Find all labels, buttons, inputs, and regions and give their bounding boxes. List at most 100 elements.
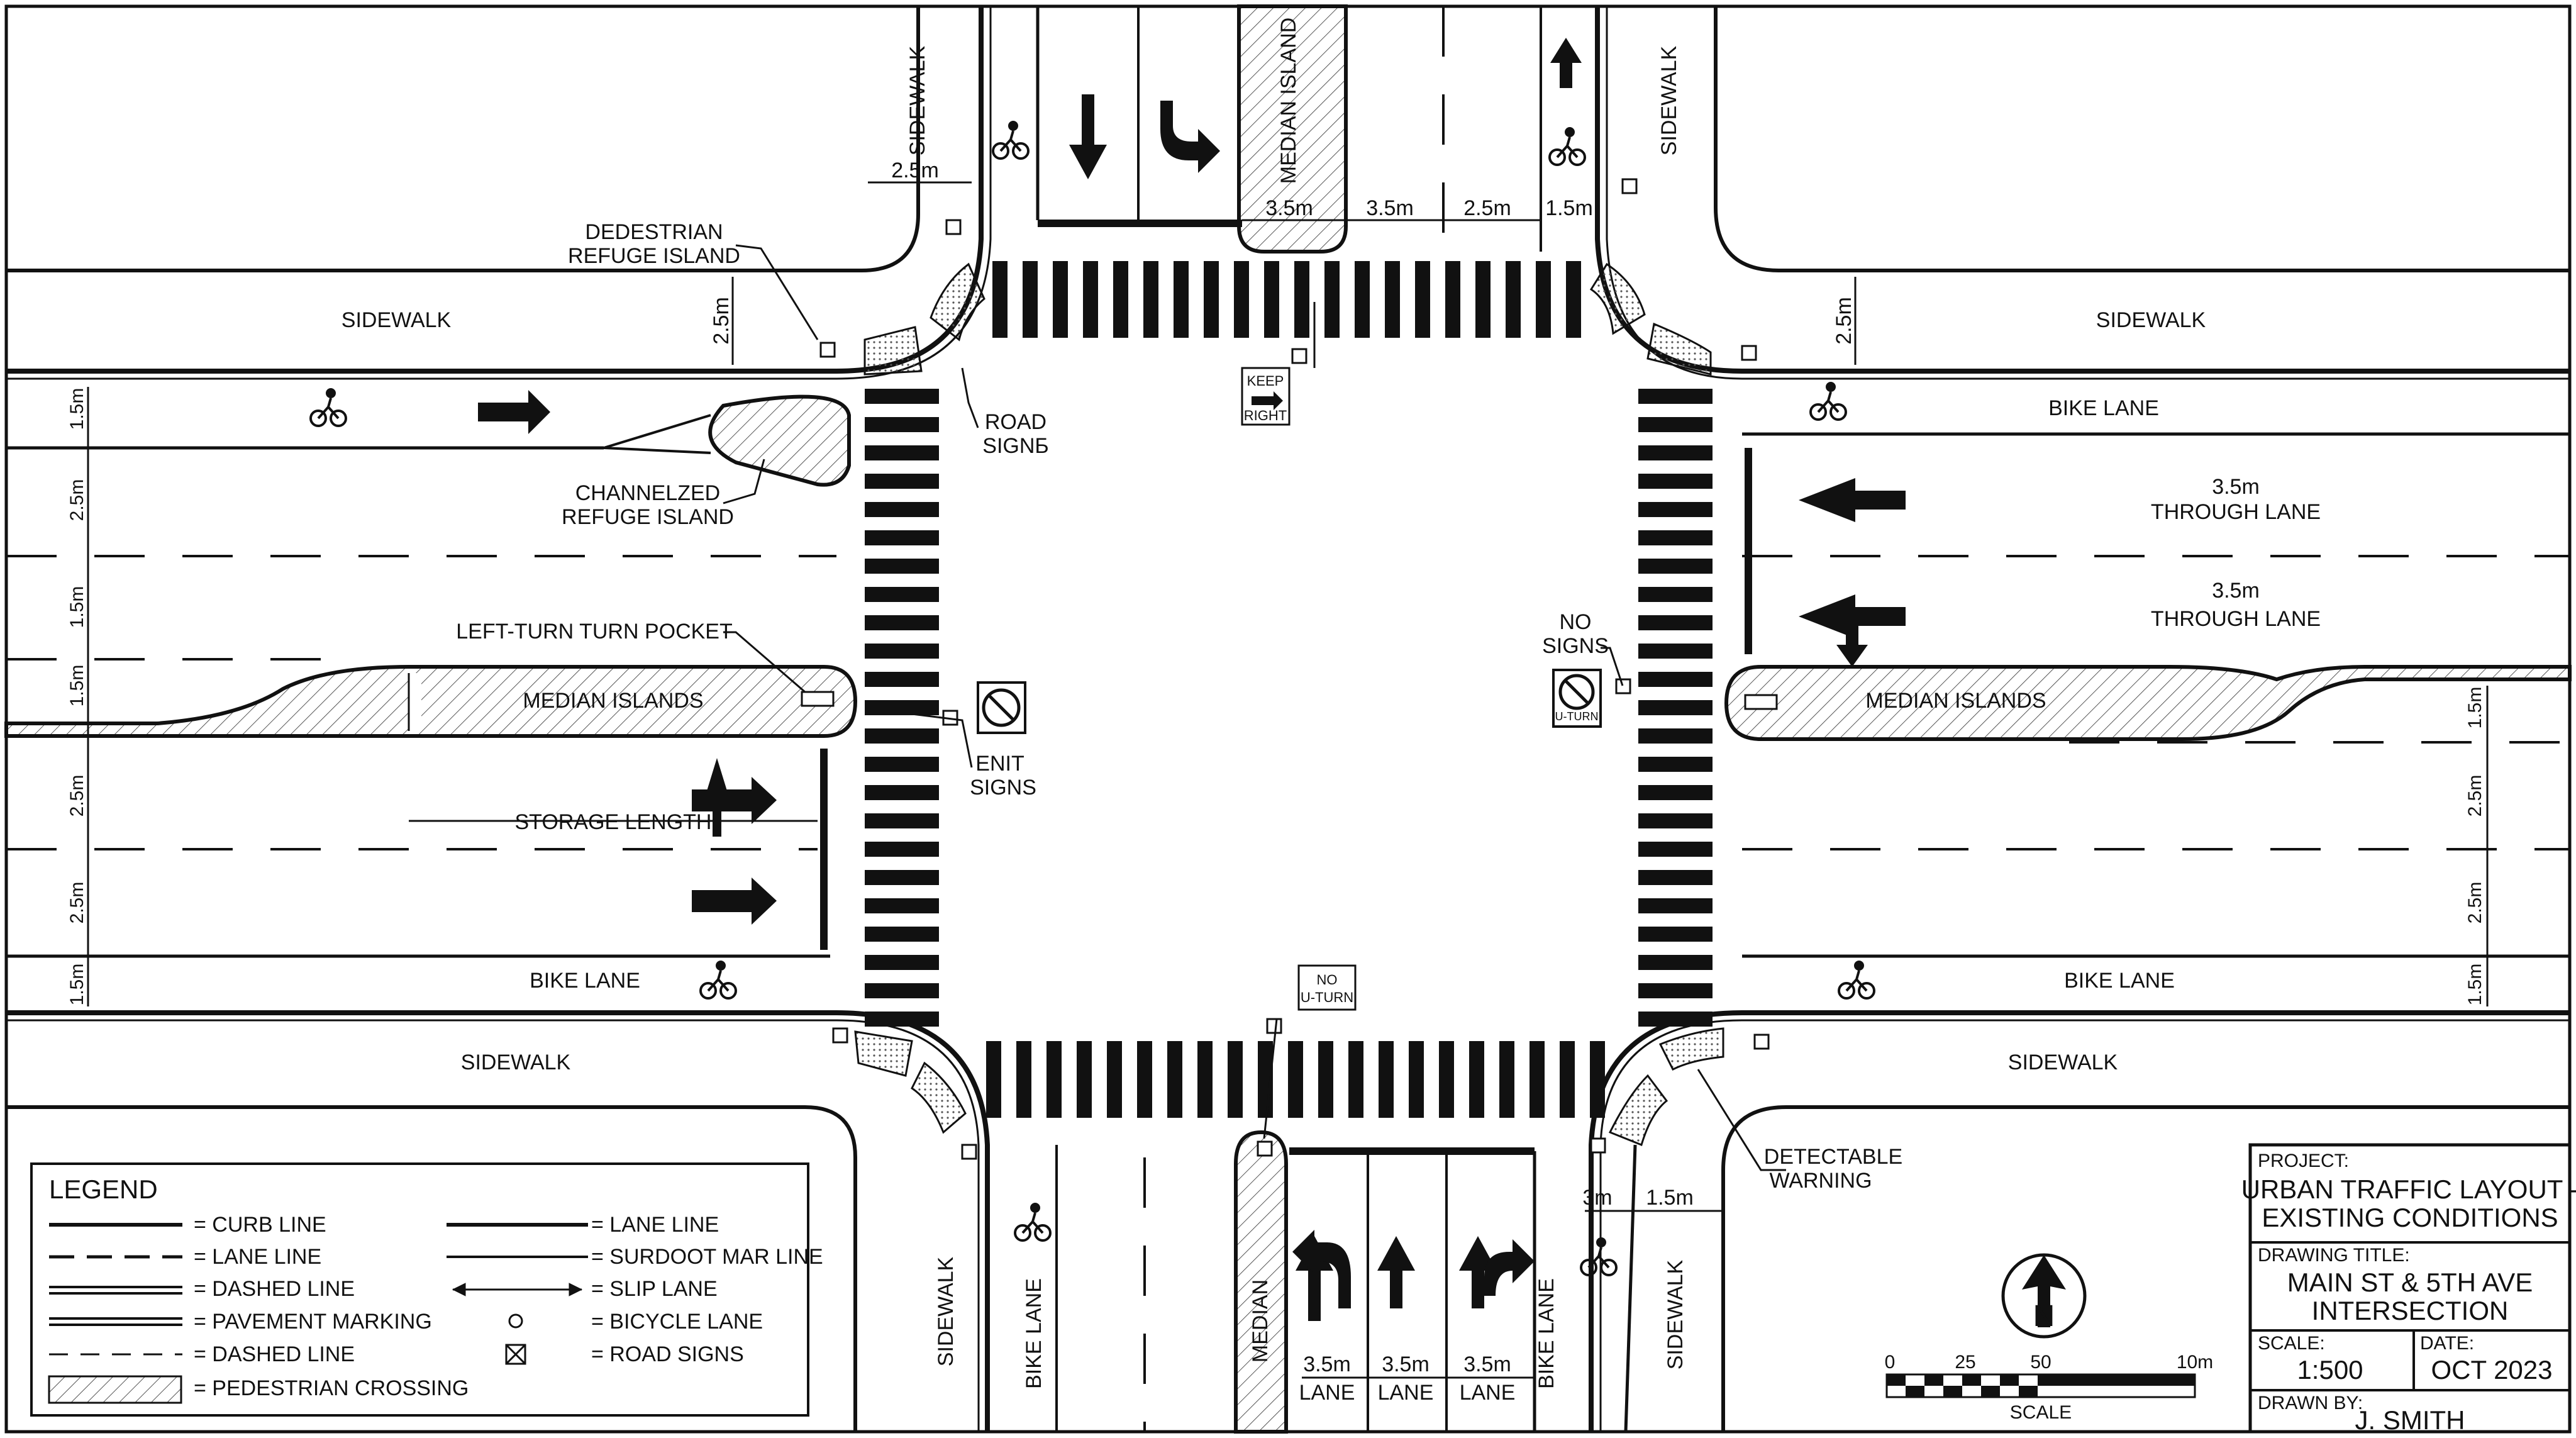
- label-channel-2: REFUGE ISLAND: [562, 505, 734, 529]
- bicycle-icon: [992, 121, 1030, 160]
- legend-item-pavement-marking: = PAVEMENT MARKING: [194, 1310, 432, 1334]
- crosswalk-stripe: [865, 445, 939, 460]
- legend-item-lane-line: = LANE LINE: [194, 1245, 321, 1269]
- crosswalk-stripe: [865, 1012, 939, 1027]
- label-sidewalk-sw: SIDEWALK: [461, 1051, 571, 1074]
- tb-date-label: DATE:: [2420, 1333, 2474, 1354]
- bicycle-icon: [1548, 127, 1586, 166]
- crosswalk-stripe: [865, 502, 939, 517]
- crosswalk-stripe: [1046, 1041, 1062, 1118]
- dim-e-4: 1.5m: [2465, 964, 2485, 1006]
- crosswalk-stripe: [986, 1041, 1001, 1118]
- scale-segment: [2000, 1386, 2019, 1397]
- crosswalk-stripe: [1638, 559, 1713, 574]
- crosswalk-stripe: [1174, 261, 1189, 338]
- bicycle-icon: [1809, 382, 1847, 421]
- scale-segment: [2019, 1374, 2038, 1386]
- dim-w-3: 1.5m: [67, 586, 87, 628]
- label-dim-lane-3: 3.5m: [1463, 1352, 1511, 1376]
- crosswalk-stripe: [1638, 502, 1713, 517]
- crosswalk-stripe: [1469, 1041, 1484, 1118]
- label-lane-3: LANE: [1460, 1381, 1516, 1405]
- crosswalk-stripe: [1638, 530, 1713, 545]
- crosswalk-stripe: [1167, 1041, 1182, 1118]
- label-channel-1: CHANNELZED: [575, 481, 720, 505]
- tb-drawing-1: MAIN ST & 5TH AVE: [2287, 1268, 2533, 1297]
- dim-e-3: 2.5m: [2465, 882, 2485, 924]
- dim-35-n2: 3.5m: [1366, 196, 1414, 220]
- crosswalk-stripe: [1566, 261, 1581, 338]
- crosswalk-stripe: [865, 587, 939, 602]
- crosswalk-stripe: [1445, 261, 1460, 338]
- tb-drawing-2: INTERSECTION: [2312, 1296, 2509, 1325]
- crosswalk-stripe: [1638, 842, 1713, 857]
- label-enit-2: SIGNS: [970, 776, 1036, 800]
- dim-25-ne-v: 2.5m: [1832, 297, 1856, 345]
- south-approach: [1055, 1144, 1637, 1432]
- crosswalk-stripe: [1415, 261, 1430, 338]
- label-bike-lane-w: BIKE LANE: [530, 969, 640, 993]
- label-left-turn-pocket: LEFT-TURN TURN POCKET: [456, 620, 733, 644]
- dim-e-1: 1.5m: [2465, 687, 2485, 729]
- crosswalk-stripe: [1560, 1041, 1575, 1118]
- scale-segment: [2038, 1374, 2195, 1386]
- label-sidewalk-se: SIDEWALK: [2008, 1051, 2118, 1074]
- tb-project-label: PROJECT:: [2258, 1151, 2349, 1171]
- crosswalk-stripe: [1379, 1041, 1394, 1118]
- legend-item-dashed-line-2: = DASHED LINE: [194, 1342, 355, 1366]
- north-arrow: N: [2001, 1253, 2087, 1339]
- crosswalk-stripe: [865, 530, 939, 545]
- label-median-s: MEDIAN: [1248, 1279, 1272, 1363]
- west-median-island: [4, 665, 858, 738]
- label-detectable-1: DETECTABLE: [1764, 1145, 1902, 1169]
- title-block: PROJECT: URBAN TRAFFIC LAYOUT - EXISTING…: [2241, 1143, 2576, 1435]
- label-dedestrian-2: REFUGE ISLAND: [568, 244, 740, 268]
- scale-segment: [2000, 1374, 2019, 1386]
- crosswalk-stripe: [1294, 261, 1309, 338]
- dim-w-5: 2.5m: [67, 775, 87, 817]
- label-bike-lane-ne: BIKE LANE: [2048, 396, 2159, 420]
- crosswalk-stripe: [1638, 955, 1713, 970]
- label-road-signs-2: SIGNБ: [982, 434, 1048, 458]
- crosswalk-stripe: [865, 983, 939, 998]
- crosswalk-stripe: [865, 672, 939, 687]
- crosswalk-stripe: [1409, 1041, 1424, 1118]
- crosswalk-stripe: [1638, 587, 1713, 602]
- crosswalk-stripe: [1536, 261, 1551, 338]
- scale-segment: [1906, 1386, 1924, 1397]
- label-median-islands-w: MEDIAN ISLANDS: [523, 689, 703, 713]
- label-dedestrian-1: DEDESTRIAN: [585, 220, 723, 244]
- scale-segment: [1906, 1374, 1924, 1386]
- crosswalk-stripe: [1638, 870, 1713, 885]
- legend-item-road-signs: = ROAD SIGNS: [591, 1342, 744, 1366]
- crosswalk-stripe: [1638, 728, 1713, 744]
- crosswalk-stripe: [1638, 417, 1713, 432]
- crosswalk-stripe: [865, 559, 939, 574]
- east-median-island: [1724, 665, 2572, 741]
- crosswalk-stripe: [1439, 1041, 1454, 1118]
- crosswalk-stripe: [865, 615, 939, 630]
- dim-25-n3: 2.5m: [1463, 196, 1511, 220]
- legend-title: LEGEND: [49, 1174, 158, 1204]
- dimension-lines: [87, 181, 2489, 1379]
- crosswalk-stripe: [1638, 927, 1713, 942]
- scale-segment: [1887, 1374, 1906, 1386]
- crosswalk-stripe: [1638, 898, 1713, 913]
- label-road-signs-1: ROAD: [985, 410, 1046, 434]
- crosswalk-stripe: [1016, 1041, 1031, 1118]
- label-sidewalk-nw: SIDEWALK: [341, 308, 452, 332]
- scale-segment: [1943, 1386, 1962, 1397]
- detectable-warning-pads: [854, 262, 1724, 1147]
- crosswalk-west: [865, 389, 939, 1027]
- scale-segment: [1962, 1374, 1981, 1386]
- tb-drawn-value: J. SMITH: [2355, 1405, 2465, 1435]
- label-no-signs-2: SIGNS: [1542, 634, 1609, 658]
- label-sidewalk-n-left: SIDEWALK: [906, 45, 930, 155]
- crosswalk-stripe: [865, 644, 939, 659]
- curb-lines: [6, 6, 2570, 1432]
- crosswalk-stripe: [1638, 983, 1713, 998]
- crosswalk-stripe: [1638, 615, 1713, 630]
- label-bike-lane-s-right: BIKE LANE: [1535, 1278, 1558, 1389]
- crosswalk-east: [1638, 389, 1713, 1027]
